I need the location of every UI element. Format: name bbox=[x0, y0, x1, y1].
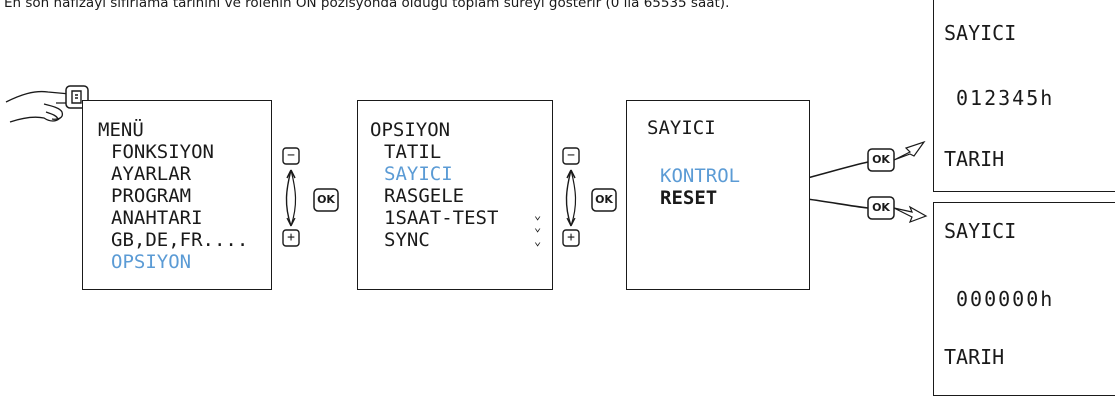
minus-button-icon[interactable] bbox=[562, 147, 580, 165]
connector-line bbox=[806, 161, 869, 179]
menu-item-fonksiyon[interactable]: FONKSIYON bbox=[111, 141, 214, 163]
screen-title: MENÜ bbox=[98, 119, 144, 141]
menu-item-1saat-test[interactable]: 1SAAT-TEST bbox=[384, 207, 499, 229]
plus-button-icon[interactable] bbox=[282, 229, 300, 247]
plus-button-icon[interactable] bbox=[562, 229, 580, 247]
ok-button-icon[interactable] bbox=[591, 188, 617, 212]
menu-item-anahtari[interactable]: ANAHTARI bbox=[111, 207, 203, 229]
screen-sayici: SAYICI KONTROL RESET bbox=[626, 100, 810, 290]
scroll-indicator-icon: ⌄ bbox=[534, 220, 542, 234]
menu-item-sayici[interactable]: SAYICI bbox=[384, 163, 453, 185]
screen-title: SAYICI bbox=[944, 21, 1017, 45]
ok-button-label: OK bbox=[317, 193, 335, 206]
arrow-icon bbox=[893, 205, 928, 224]
plus-button-label: + bbox=[567, 230, 575, 245]
screen-title: OPSIYON bbox=[370, 119, 451, 141]
arrow-icon bbox=[893, 140, 926, 161]
menu-item-sync[interactable]: SYNC bbox=[384, 229, 430, 251]
screen-title: SAYICI bbox=[647, 117, 716, 139]
counter-value: 000000h bbox=[956, 287, 1055, 311]
screen-counter-kontrol: SAYICI 012345h TARIH bbox=[933, 0, 1115, 192]
screen-title: SAYICI bbox=[944, 219, 1017, 243]
scroll-indicator-icon: ⌄ bbox=[534, 208, 542, 222]
screen-opsiyon: OPSIYON TATIL SAYICI RASGELE 1SAAT-TEST … bbox=[357, 100, 553, 290]
ok-button-label: OK bbox=[872, 201, 890, 214]
menu-item-language[interactable]: GB,DE,FR.... bbox=[111, 229, 249, 251]
screen-counter-reset: SAYICI 000000h TARIH bbox=[933, 202, 1115, 396]
minus-button-icon[interactable] bbox=[282, 147, 300, 165]
minus-button-label: − bbox=[567, 148, 575, 163]
menu-item-rasgele[interactable]: RASGELE bbox=[384, 185, 465, 207]
counter-value: 012345h bbox=[956, 86, 1055, 110]
menu-item-program[interactable]: PROGRAM bbox=[111, 185, 192, 207]
menu-item-opsiyon[interactable]: OPSIYON bbox=[111, 251, 192, 273]
ok-button-label: OK bbox=[595, 193, 613, 206]
ok-button-label: OK bbox=[872, 153, 890, 166]
menu-item-kontrol[interactable]: KONTROL bbox=[660, 165, 741, 187]
menu-item-tatil[interactable]: TATIL bbox=[384, 141, 442, 163]
scroll-indicator-icon: ⌄ bbox=[534, 234, 542, 248]
minus-button-label: − bbox=[287, 148, 295, 163]
date-label: TARIH bbox=[944, 345, 1005, 369]
date-label: TARIH bbox=[944, 147, 1005, 171]
caption-text: En son hafızayı sıfırlama tarihini ve ro… bbox=[4, 0, 730, 11]
menu-item-reset[interactable]: RESET bbox=[660, 187, 718, 209]
ok-button-icon[interactable] bbox=[313, 188, 339, 212]
connector-line bbox=[806, 198, 869, 209]
menu-item-ayarlar[interactable]: AYARLAR bbox=[111, 163, 192, 185]
screen-menu: MENÜ FONKSIYON AYARLAR PROGRAM ANAHTARI … bbox=[82, 100, 272, 290]
plus-button-label: + bbox=[287, 230, 295, 245]
